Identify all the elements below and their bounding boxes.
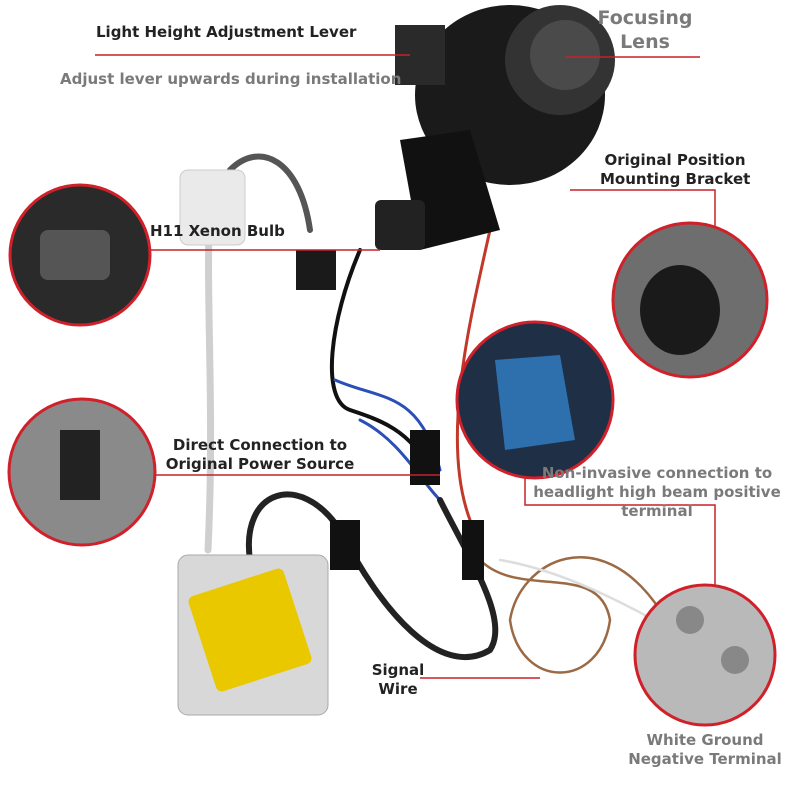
connector — [296, 250, 336, 290]
ground-label: White Ground Negative Terminal — [620, 731, 790, 769]
bolt — [721, 646, 749, 674]
label-line: headlight high beam positive — [533, 483, 781, 501]
label-line: Original Power Source — [165, 455, 355, 473]
lever-title: Light Height Adjustment Lever — [96, 23, 357, 41]
focusing-lens-label: Focusing Lens — [585, 6, 705, 54]
projector-headlight — [375, 5, 615, 250]
igniter-box — [179, 169, 246, 246]
label-line: Direct Connection to — [172, 436, 348, 454]
callout-line — [524, 465, 716, 595]
power-label: Direct Connection to Original Power Sour… — [165, 436, 355, 474]
noninvasive-label: Non-invasive connection to headlight hig… — [532, 464, 782, 521]
label-line: Wire — [378, 680, 418, 698]
brown-wire — [478, 556, 662, 674]
label-line: Lens — [620, 31, 670, 53]
signal-wire-label: Signal Wire — [363, 661, 433, 699]
plug — [60, 430, 100, 500]
connector — [330, 520, 360, 570]
blue-wire-2 — [358, 418, 442, 502]
label-line: Original Position — [604, 151, 746, 169]
bolt — [676, 606, 704, 634]
callout-line — [570, 189, 716, 230]
bulb-base — [40, 230, 110, 280]
bulb-label: H11 Xenon Bulb — [150, 222, 285, 240]
label-line: Mounting Bracket — [600, 170, 751, 188]
projector-in-car — [640, 265, 720, 355]
connector — [462, 520, 484, 580]
braided-cable-2 — [227, 153, 313, 233]
connector — [410, 430, 440, 485]
ballast — [177, 554, 329, 716]
label-line: Negative Terminal — [628, 750, 782, 768]
label-line: Focusing — [597, 7, 693, 29]
ground-terminal-photo — [633, 583, 777, 727]
black-wire — [329, 248, 432, 472]
label-line: White Ground — [646, 731, 764, 749]
label-line: Signal — [371, 661, 425, 679]
label-line: Non-invasive connection to — [541, 464, 773, 482]
ballast-cable — [245, 491, 499, 660]
lever-note: Adjust lever upwards during installation — [60, 70, 402, 88]
blue-connector — [495, 355, 575, 450]
braided-cable — [204, 196, 215, 554]
label-line: terminal — [621, 502, 693, 520]
bracket-label: Original Position Mounting Bracket — [600, 151, 750, 189]
